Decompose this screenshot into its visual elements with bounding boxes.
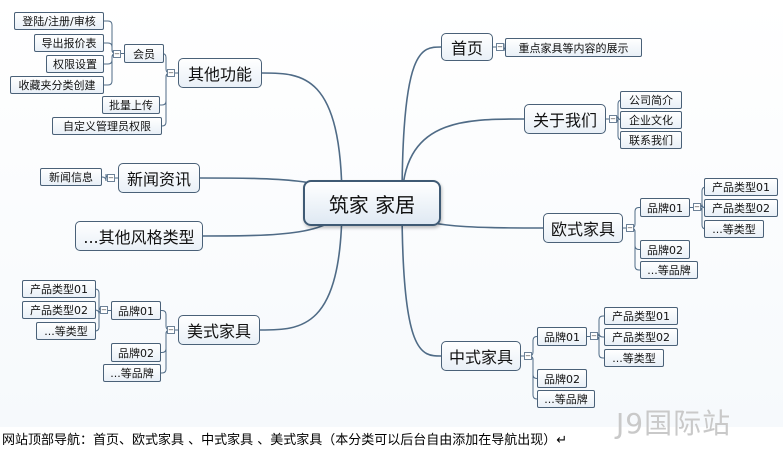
leaf-american-brand01[interactable]: 品牌01 (111, 301, 161, 320)
leaf-chinese-more-brands[interactable]: ...等品牌 (537, 390, 595, 408)
bracket-leaf-login-register (104, 20, 124, 54)
leaf-european-more-brands[interactable]: ...等品牌 (640, 261, 698, 279)
bracket-leaf-custom-admin-permissions (161, 72, 178, 127)
collapse-toggle-american[interactable]: − (167, 326, 175, 334)
leaf-custom-admin-permissions[interactable]: 自定义管理员权限 (52, 117, 162, 135)
leaf-chinese-type01[interactable]: 产品类型01 (604, 307, 678, 325)
node-about[interactable]: 关于我们 (524, 104, 606, 134)
node-home[interactable]: 首页 (441, 33, 493, 61)
node-other-functions[interactable]: 其他功能 (178, 58, 262, 88)
leaf-login-register[interactable]: 登陆/注册/审核 (14, 12, 104, 30)
leaf-american-more-types[interactable]: ...等类型 (36, 322, 96, 340)
leaf-chinese-more-types[interactable]: ...等类型 (604, 349, 664, 367)
link-node-american (259, 202, 343, 331)
leaf-about-contact[interactable]: 联系我们 (620, 131, 682, 149)
link-node-chinese (401, 202, 442, 357)
collapse-toggle-chinese-brand01[interactable]: − (590, 332, 598, 340)
leaf-about-profile[interactable]: 公司简介 (620, 91, 682, 109)
collapse-toggle-chinese[interactable]: − (524, 352, 532, 360)
link-node-about (401, 118, 525, 204)
collapse-toggle-about[interactable]: − (609, 115, 617, 123)
leaf-chinese-brand02[interactable]: 品牌02 (537, 369, 587, 388)
leaf-american-more-brands[interactable]: ...等品牌 (103, 364, 161, 382)
node-american[interactable]: 美式家具 (178, 315, 260, 345)
leaf-about-culture[interactable]: 企业文化 (620, 111, 682, 129)
collapse-toggle-home[interactable]: − (496, 43, 504, 51)
leaf-home-highlights[interactable]: 重点家具等内容的展示 (505, 38, 642, 57)
root-node[interactable]: 筑家 家居 (303, 180, 441, 226)
bracket-leaf-american-more-brands (161, 329, 178, 374)
leaf-american-type02[interactable]: 产品类型02 (22, 301, 96, 319)
watermark: J9国际站 (616, 407, 732, 440)
bracket-leaf-batch-upload (160, 72, 178, 106)
leaf-batch-upload[interactable]: 批量上传 (102, 96, 160, 114)
node-other-styles[interactable]: ...其他风格类型 (75, 221, 203, 251)
collapse-toggle-european-brand01[interactable]: − (693, 203, 701, 211)
leaf-european-brand01[interactable]: 品牌01 (640, 198, 690, 217)
leaf-european-more-types[interactable]: ...等类型 (704, 220, 764, 238)
collapse-toggle-european[interactable]: − (626, 224, 634, 232)
leaf-american-type01[interactable]: 产品类型01 (22, 280, 96, 298)
leaf-permission-settings[interactable]: 权限设置 (46, 55, 104, 73)
leaf-export-quote[interactable]: 导出报价表 (34, 34, 104, 52)
link-node-home (401, 46, 442, 204)
link-node-other-functions (261, 72, 343, 204)
collapse-toggle-news[interactable]: − (107, 174, 115, 182)
collapse-toggle-other-functions[interactable]: − (167, 69, 175, 77)
leaf-chinese-type02[interactable]: 产品类型02 (604, 328, 678, 346)
leaf-member[interactable]: 会员 (124, 44, 164, 63)
leaf-chinese-brand01[interactable]: 品牌01 (537, 327, 587, 346)
mindmap-canvas: 筑家 家居 首页 重点家具等内容的展示 关于我们 公司简介 企业文化 联系我们 … (0, 0, 783, 440)
leaf-favorites-category[interactable]: 收藏夹分类创建 (10, 76, 104, 94)
caption-text: 网站顶部导航：首页、欧式家具 、中式家具 、美式家具（本分类可以后台自由添加在导… (2, 433, 568, 448)
leaf-american-brand02[interactable]: 品牌02 (111, 343, 161, 362)
collapse-toggle-member[interactable]: − (113, 50, 121, 58)
leaf-news-info[interactable]: 新闻信息 (40, 168, 102, 186)
bracket-leaf-favorites-category (104, 53, 124, 86)
node-chinese[interactable]: 中式家具 (441, 341, 521, 371)
collapse-toggle-american-brand01[interactable]: − (100, 306, 108, 314)
leaf-european-type02[interactable]: 产品类型02 (704, 199, 778, 217)
leaf-european-brand02[interactable]: 品牌02 (640, 240, 690, 259)
leaf-european-type01[interactable]: 产品类型01 (704, 178, 778, 196)
node-news[interactable]: 新闻资讯 (118, 163, 200, 193)
node-european[interactable]: 欧式家具 (543, 213, 623, 243)
